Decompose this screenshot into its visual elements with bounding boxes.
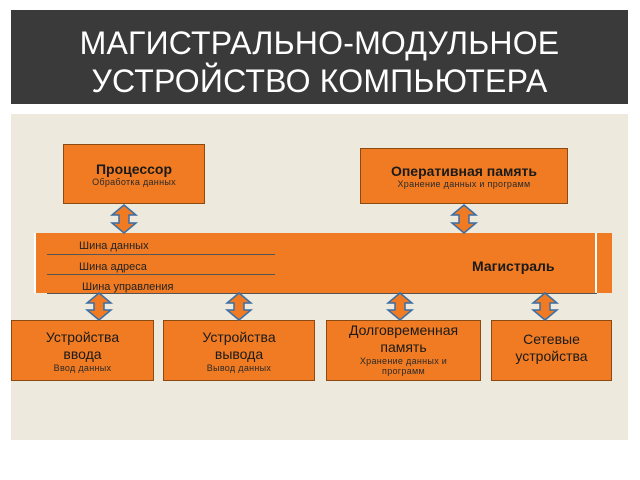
arrow-cpu-bus (109, 204, 139, 234)
arrow-bus-output (224, 292, 254, 321)
title-line-2: УСТРОЙСТВО КОМПЬЮТЕРА (91, 63, 548, 99)
input-devices-sub: Ввод данных (53, 363, 112, 373)
arrow-ram-bus (449, 204, 479, 234)
bus-line-address (47, 274, 275, 275)
bus-name: Магистраль (472, 258, 555, 274)
ram-name: Оперативная память (390, 163, 538, 179)
storage-name-1: Долговременная (348, 322, 459, 338)
network-devices-name-1: Сетевые (523, 331, 580, 347)
bus-label-data: Шина данных (79, 240, 149, 252)
storage-name-2: память (380, 339, 427, 355)
bus-bar (34, 233, 612, 293)
title-line-1: МАГИСТРАЛЬНО-МОДУЛЬНОЕ (79, 25, 560, 61)
storage-box: Долговременная память Хранение данных и … (326, 320, 481, 381)
cpu-name: Процессор (95, 161, 173, 177)
input-devices-box: Устройства ввода Ввод данных (11, 320, 154, 381)
bus-tick-right (595, 233, 597, 293)
bus-label-address: Шина адреса (79, 261, 147, 273)
storage-sub-2: программ (382, 366, 425, 376)
output-devices-name-1: Устройства (202, 329, 276, 345)
bus-fill (52, 233, 54, 293)
input-devices-name-1: Устройства (45, 329, 120, 345)
ram-sub: Хранение данных и программ (397, 179, 531, 189)
network-devices-box: Сетевые устройства (491, 320, 612, 381)
ram-box: Оперативная память Хранение данных и про… (360, 148, 568, 204)
arrow-bus-storage (385, 292, 415, 321)
output-devices-sub: Вывод данных (206, 363, 272, 373)
output-devices-box: Устройства вывода Вывод данных (163, 320, 315, 381)
bus-tick-left (34, 233, 36, 293)
title-bar: МАГИСТРАЛЬНО-МОДУЛЬНОЕ УСТРОЙСТВО КОМПЬЮ… (11, 10, 628, 104)
arrow-bus-network (530, 292, 560, 321)
output-devices-name-2: вывода (214, 346, 264, 362)
storage-sub-1: Хранение данных и (359, 356, 448, 366)
cpu-sub: Обработка данных (92, 177, 176, 187)
bus-line-control (47, 293, 597, 294)
cpu-box: Процессор Обработка данных (63, 144, 205, 204)
bus-label-control: Шина управления (82, 281, 174, 293)
network-devices-name-2: устройства (515, 348, 588, 364)
arrow-bus-input (84, 292, 114, 321)
bus-line-data (47, 254, 275, 255)
input-devices-name-2: ввода (63, 346, 102, 362)
